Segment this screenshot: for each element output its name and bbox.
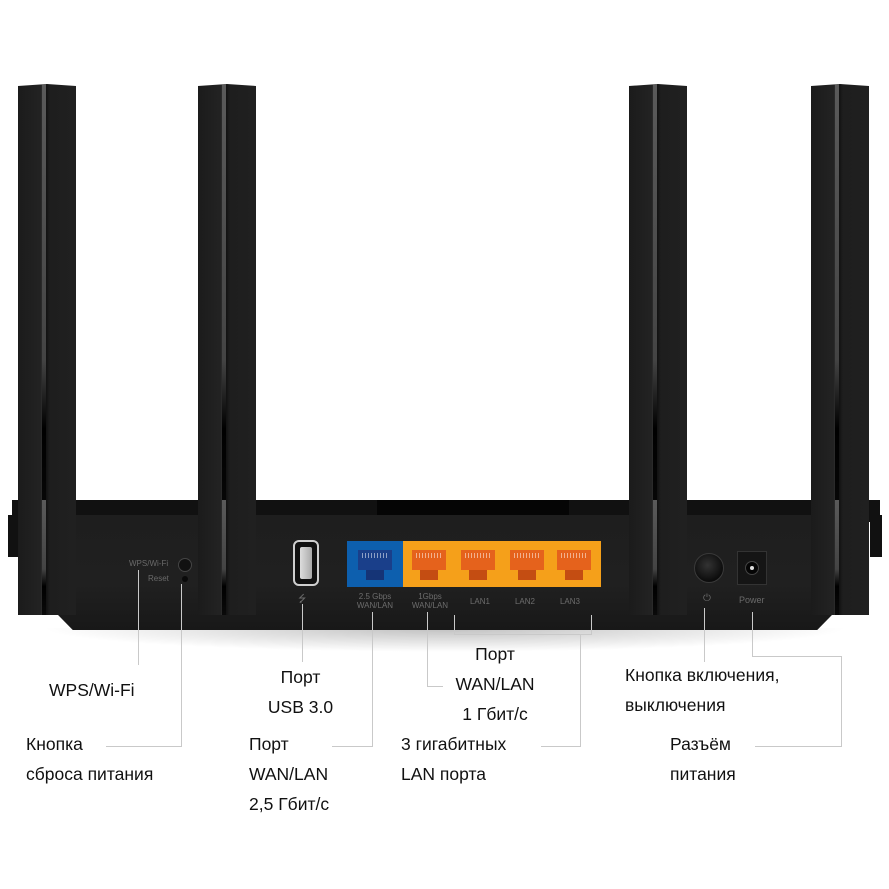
antenna-4-base	[811, 500, 869, 615]
power-panel-label: Power	[739, 595, 765, 605]
rj45-jack	[461, 550, 495, 570]
lan2-port[interactable]	[506, 550, 548, 580]
callout-line-power-jack-h1	[752, 656, 842, 657]
callout-wan25-line1: Порт	[249, 734, 289, 754]
callout-usb-port: Порт USB 3.0	[253, 662, 348, 722]
rj45-tab	[420, 570, 438, 580]
wps-panel-label: WPS/Wi-Fi	[129, 559, 169, 568]
callout-line-lan-bracket-right	[591, 615, 592, 635]
callout-line-usb	[302, 604, 303, 662]
power-jack[interactable]	[737, 551, 767, 585]
rj45-tab	[565, 570, 583, 580]
antenna-2-base	[198, 500, 256, 615]
lan1-panel-label: LAN1	[469, 597, 490, 606]
callout-usb-line1: Порт	[280, 667, 321, 687]
callout-line-reset-v	[181, 584, 182, 746]
callout-wps-wifi: WPS/Wi-Fi	[49, 680, 135, 700]
callout-power-button-line1: Кнопка включения,	[625, 665, 780, 685]
callout-line-wan25-v	[372, 612, 373, 746]
power-symbol-icon: ⏻	[703, 593, 711, 604]
callout-lan-line2: LAN порта	[401, 764, 487, 784]
callout-reset-button: Кнопка сброса питания	[26, 729, 153, 789]
callout-power-jack-line1: Разъём	[670, 734, 731, 754]
callout-wan25-line3: 2,5 Гбит/с	[249, 794, 330, 814]
callout-reset-line1: Кнопка	[26, 734, 83, 754]
antenna-2	[198, 84, 256, 544]
power-on-off-button[interactable]	[694, 553, 724, 583]
callout-line-power-jack-v2	[841, 656, 842, 746]
callout-line-lan-v	[580, 634, 581, 746]
lan3-panel-label: LAN3	[559, 597, 580, 606]
callout-line-lan-bracket-left	[454, 615, 455, 635]
lan1-port[interactable]	[457, 550, 499, 580]
callout-reset-line2: сброса питания	[26, 764, 154, 784]
callout-power-button-line2: выключения	[625, 695, 726, 715]
reset-panel-label: Reset	[148, 574, 169, 583]
rj45-jack	[557, 550, 591, 570]
callout-line-wan1-v	[427, 612, 428, 686]
rj45-tab	[518, 570, 536, 580]
port-25g-type: WAN/LAN	[356, 601, 394, 610]
antenna-4	[811, 84, 869, 544]
callout-wan-lan-25g: Порт WAN/LAN 2,5 Гбит/с	[249, 729, 329, 819]
port-25g-speed: 2.5 Gbps	[358, 592, 392, 601]
wan-lan-2-5g-port-block	[347, 541, 403, 587]
callout-line-wan1-h	[427, 686, 443, 687]
power-jack-socket	[745, 561, 759, 575]
port-25g-panel-label: 2.5 Gbps WAN/LAN	[349, 592, 401, 610]
power-jack-pin	[750, 566, 754, 570]
port-1g-type: WAN/LAN	[411, 601, 449, 610]
callout-usb-line2: USB 3.0	[267, 697, 334, 717]
antenna-1-base	[18, 500, 76, 615]
rj45-jack	[510, 550, 544, 570]
callout-wan1-line2: WAN/LAN	[455, 674, 535, 694]
callout-line-wan25-h	[332, 746, 373, 747]
callout-line-power-button	[704, 608, 705, 662]
callout-lan-line1: 3 гигабитных	[401, 734, 507, 754]
usb-port-inner	[300, 547, 312, 579]
callout-wan1-line1: Порт	[475, 644, 515, 664]
callout-power-jack: Разъём питания	[670, 729, 736, 789]
callout-wan-lan-1g: Порт WAN/LAN 1 Гбит/с	[440, 639, 550, 729]
antenna-3	[629, 84, 687, 544]
callout-wan25-line2: WAN/LAN	[249, 764, 329, 784]
rj45-jack	[358, 550, 392, 570]
lan3-port[interactable]	[553, 550, 595, 580]
antenna-3-base	[629, 500, 687, 615]
port-1g-speed: 1Gbps	[418, 592, 442, 601]
lan-port-block	[403, 541, 601, 587]
callout-line-lan-bracket-bottom	[454, 634, 592, 635]
callout-wan1-line3: 1 Гбит/с	[462, 704, 528, 724]
rj45-tab	[366, 570, 384, 580]
usb-3-port[interactable]	[293, 540, 319, 586]
callout-line-power-jack-v1	[752, 612, 753, 656]
wps-wifi-button[interactable]	[178, 558, 192, 572]
left-side-tab	[8, 515, 20, 557]
reset-pinhole-button[interactable]	[182, 576, 188, 582]
usb-icon: ⭍	[298, 594, 307, 605]
antenna-1	[18, 84, 76, 544]
wan-lan-2-5g-port[interactable]	[354, 550, 396, 580]
callout-line-power-jack-h2	[755, 746, 842, 747]
callout-lan-ports: 3 гигабитных LAN порта	[401, 729, 506, 789]
callout-power-jack-line2: питания	[670, 764, 736, 784]
callout-line-lan-h	[541, 746, 581, 747]
port-1g-panel-label: 1Gbps WAN/LAN	[405, 592, 455, 610]
callout-line-wps	[138, 570, 139, 665]
callout-power-button: Кнопка включения, выключения	[625, 660, 779, 720]
callout-line-reset-h	[106, 746, 182, 747]
wan-lan-1g-port[interactable]	[408, 550, 450, 580]
router-shadow	[40, 628, 850, 652]
rj45-jack	[412, 550, 446, 570]
right-side-tab	[870, 515, 882, 557]
rj45-tab	[469, 570, 487, 580]
lan2-panel-label: LAN2	[514, 597, 535, 606]
